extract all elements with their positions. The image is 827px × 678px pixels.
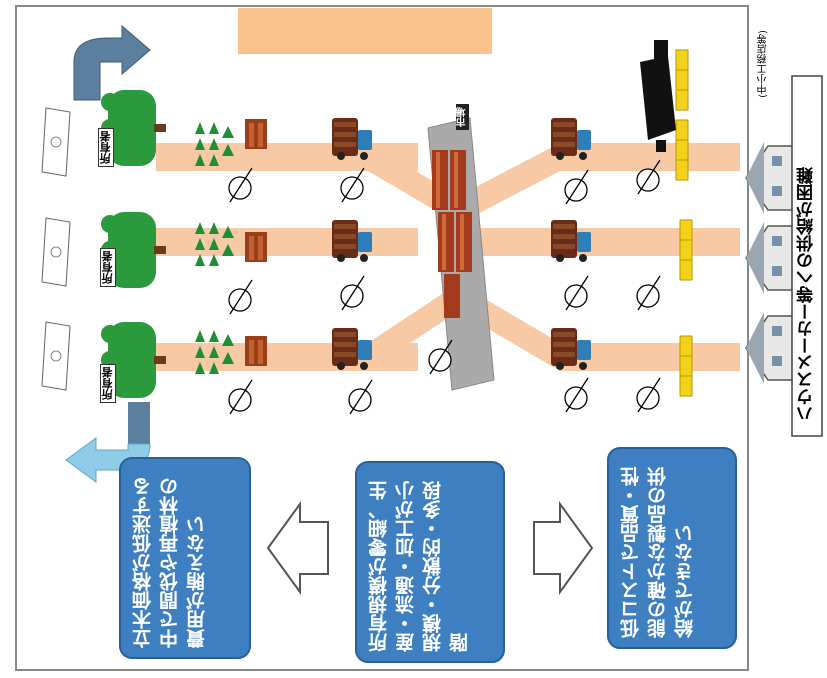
side-note-small: (中小工務店等) bbox=[758, 30, 770, 98]
right-box-text: 低コストで品質・性能の確かな製品の供給ができない bbox=[618, 460, 728, 638]
owner-label-1: 所有者 bbox=[98, 128, 114, 167]
left-box-text: 立木価格が低迷する中で間伐や再植林の費用が賄えない bbox=[130, 470, 242, 648]
center-box-text: 所有規模が零細、生産・流通・加工が小規模・分散的・多段階 bbox=[366, 474, 496, 652]
market-label: 市場 bbox=[456, 104, 469, 130]
row-2 bbox=[42, 212, 794, 314]
side-note: ハウスメーカー等への供給が困難 bbox=[796, 92, 818, 422]
owner-label-3: 所有者 bbox=[100, 364, 116, 403]
owner-label-2: 所有者 bbox=[100, 248, 116, 287]
